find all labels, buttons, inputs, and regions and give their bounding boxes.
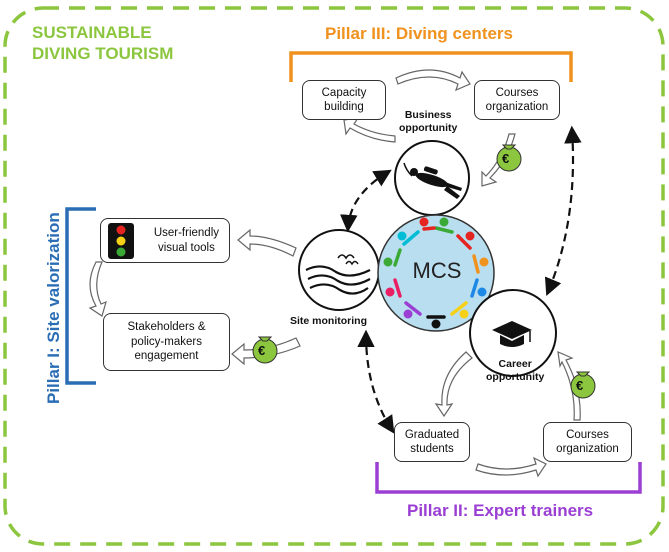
arrow-site-to-userfriendly bbox=[237, 228, 297, 257]
dashed-arrow-site-graduated bbox=[357, 329, 395, 434]
career-label-line1: Career bbox=[498, 358, 532, 370]
box-courses-organization-bottom: Courses organization bbox=[543, 422, 632, 462]
box-capacity-building: Capacity building bbox=[302, 80, 386, 120]
main-title-line2: DIVING TOURISM bbox=[32, 44, 174, 63]
box-courses-organization-top: Courses organization bbox=[474, 80, 560, 120]
box-userfriendly-line2: visual tools bbox=[157, 241, 215, 254]
career-opportunity-label: Career opportunity bbox=[486, 358, 544, 383]
box-stakeholders-line1: Stakeholders & bbox=[127, 321, 206, 334]
box-courses-bottom-line1: Courses bbox=[566, 428, 609, 441]
box-graduated-students: Graduated students bbox=[394, 422, 470, 462]
box-stakeholders: Stakeholders &policy-makers engagement bbox=[103, 313, 230, 371]
box-stakeholders-line2: policy-makers bbox=[131, 335, 202, 348]
pillar3-title: Pillar III: Diving centers bbox=[325, 24, 514, 43]
business-label-line2: opportunity bbox=[399, 121, 458, 134]
main-title: SUSTAINABLE DIVING TOURISM bbox=[32, 22, 173, 64]
site-monitoring-label: Site monitoring bbox=[290, 315, 367, 327]
box-courses-bottom-line2: organization bbox=[556, 443, 619, 455]
box-graduated-line1: Graduated bbox=[404, 428, 460, 441]
graduation-cap-icon bbox=[492, 321, 532, 347]
people-ring-icon bbox=[393, 226, 480, 319]
money-symbol-2: € bbox=[258, 343, 266, 358]
box-courses-top-line1: Courses bbox=[495, 86, 539, 99]
box-userfriendly-line1: User-friendly bbox=[153, 227, 219, 240]
business-label-line1: Business bbox=[404, 109, 452, 121]
money-bag-icon bbox=[252, 336, 278, 364]
money-bag-icon bbox=[570, 371, 596, 399]
people-heads-icon bbox=[383, 217, 489, 329]
box-capacity-line2: building bbox=[324, 101, 364, 113]
arrow-capacity-to-courses bbox=[395, 69, 471, 92]
box-graduated-line2: students bbox=[410, 443, 454, 455]
mcs-label: MCS bbox=[412, 258, 462, 283]
main-title-line1: SUSTAINABLE bbox=[32, 23, 152, 42]
arrow-graduated-to-courses bbox=[475, 456, 547, 478]
pillar2-title: Pillar II: Expert trainers bbox=[407, 501, 594, 520]
money-symbol-1: € bbox=[502, 151, 510, 166]
money-bag-icon bbox=[496, 144, 522, 172]
career-label-line2: opportunity bbox=[486, 370, 545, 383]
arrow-career-to-graduated bbox=[434, 351, 473, 418]
box-stakeholders-line3: engagement bbox=[134, 350, 199, 363]
diver-icon bbox=[403, 162, 462, 199]
dashed-arrow-business-site bbox=[340, 169, 392, 233]
box-capacity-line1: Capacity bbox=[321, 86, 367, 99]
dashed-arrow-courses-career bbox=[544, 125, 582, 297]
business-opportunity-label: Business opportunity bbox=[399, 109, 457, 134]
money-symbol-3: € bbox=[576, 378, 584, 393]
waves-birds-icon bbox=[305, 254, 371, 295]
box-courses-top-line2: organization bbox=[485, 101, 549, 113]
arrow-userfriendly-to-stakeholders bbox=[88, 261, 107, 317]
